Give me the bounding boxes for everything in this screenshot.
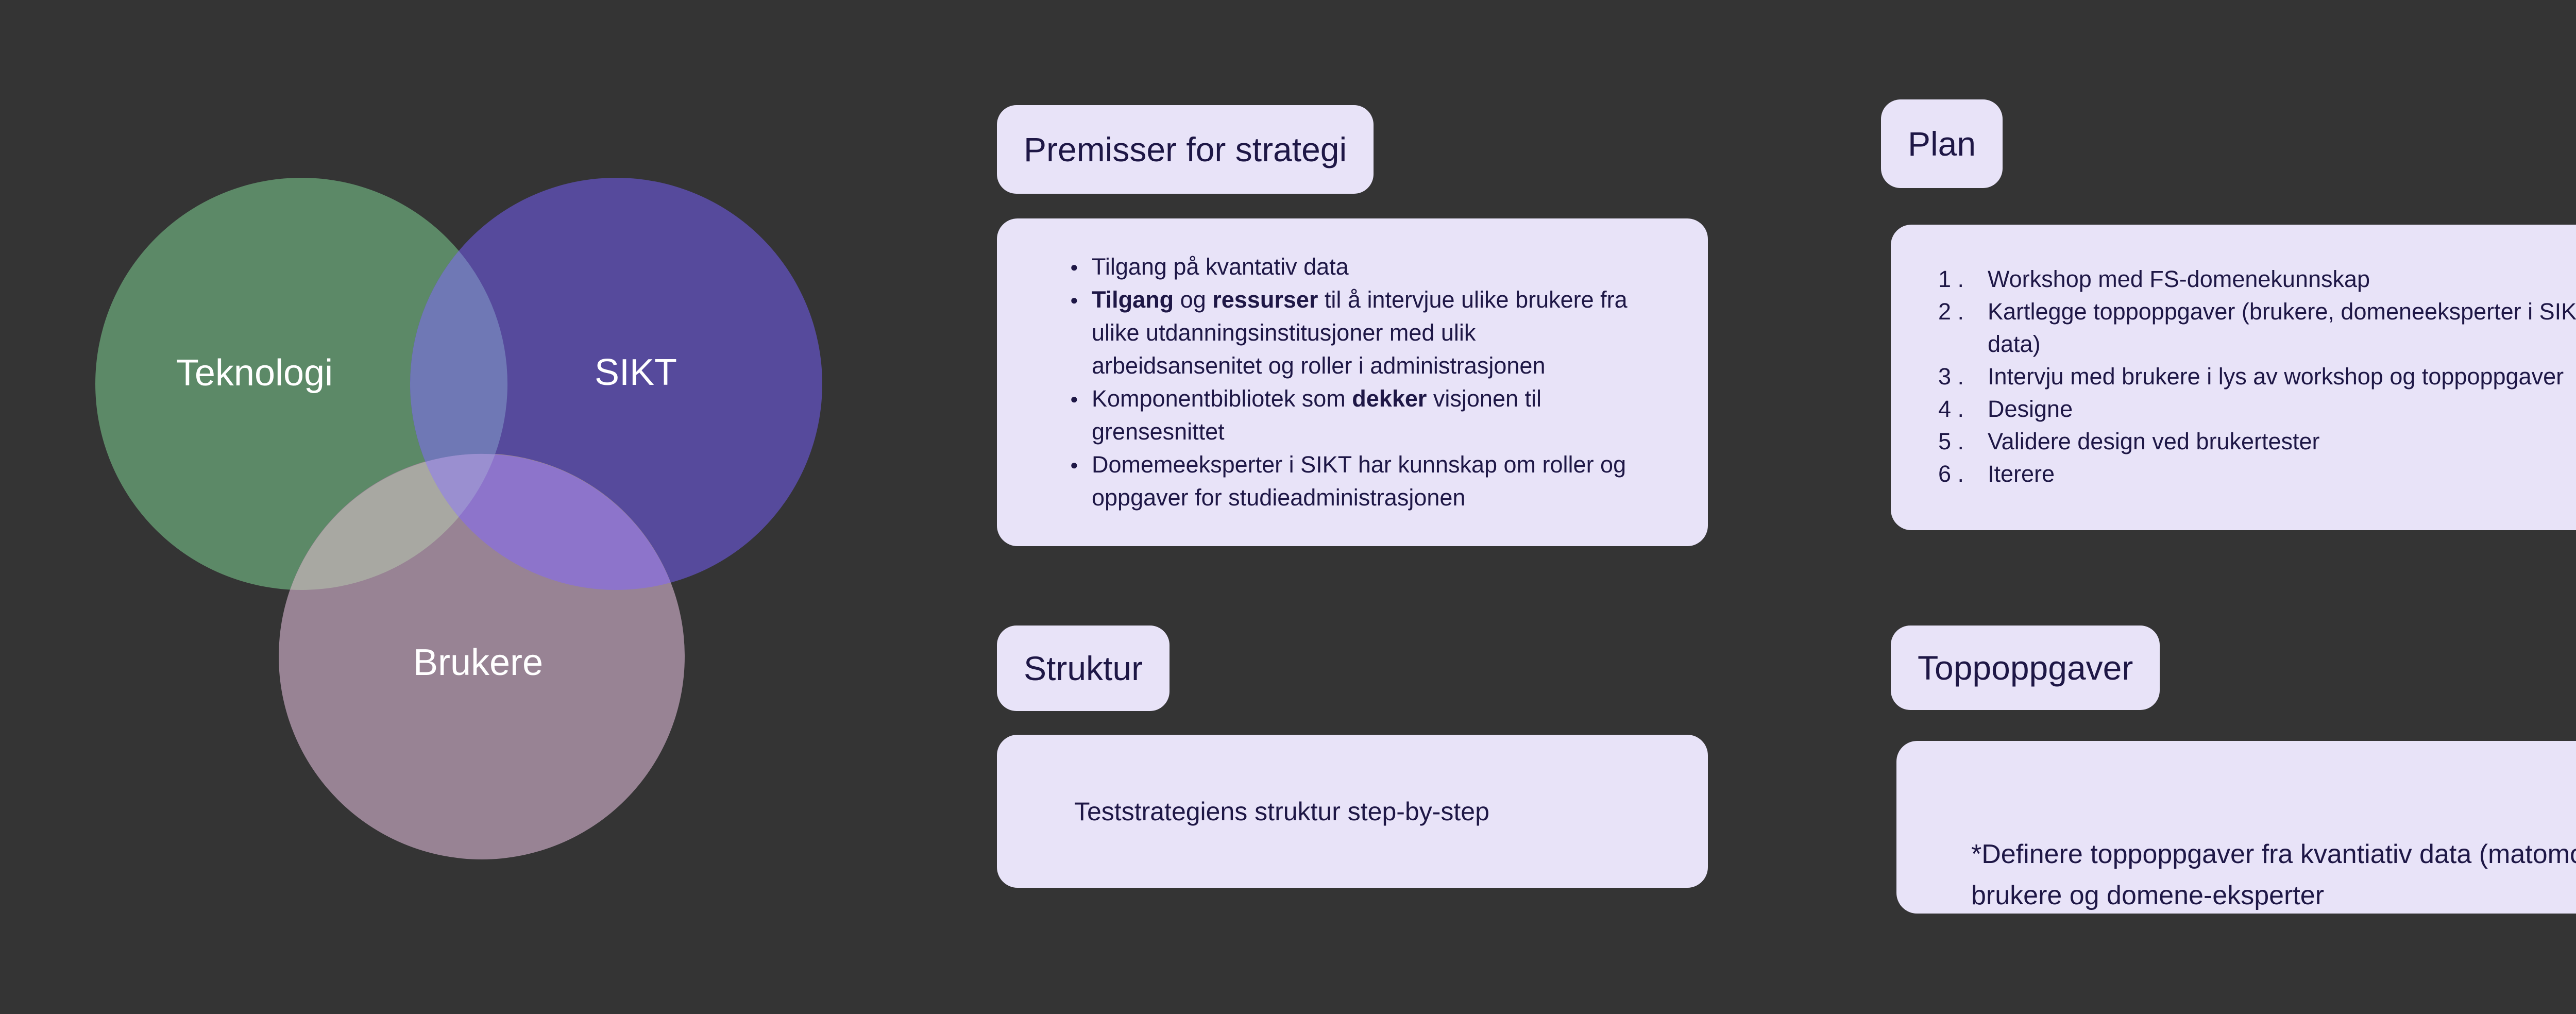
list-item: Designe <box>1938 393 2073 425</box>
premisser-card[interactable]: Tilgang på kvantativ data Tilgang og res… <box>997 218 1708 546</box>
list-item: Workshop med FS-domenekunnskap <box>1938 263 2370 295</box>
venn-overlap-sikt-brukere <box>425 453 671 590</box>
list-item: Tilgang og ressurser til å intervjue uli… <box>1069 283 1667 382</box>
plan-title-label: Plan <box>1908 125 1976 163</box>
premisser-title-label: Premisser for strategi <box>1024 130 1347 168</box>
venn-label-teknologi: Teknologi <box>176 352 333 394</box>
premisser-title-card[interactable]: Premisser for strategi <box>997 105 1374 194</box>
list-item: Intervju med brukere i lys av workshop o… <box>1938 360 2564 393</box>
plan-card[interactable]: Workshop med FS-domenekunnskap Kartlegge… <box>1891 225 2576 530</box>
plan-title-card[interactable]: Plan <box>1881 99 2003 188</box>
list-item: Tilgang på kvantativ data <box>1069 250 1667 283</box>
list-item: Validere design ved brukertester <box>1938 425 2320 458</box>
toppoppgaver-card[interactable]: *Definere toppoppgaver fra kvantiativ da… <box>1896 741 2576 914</box>
plan-list: Workshop med FS-domenekunnskap Kartlegge… <box>1938 263 2576 490</box>
list-item: Iterere <box>1938 458 2055 490</box>
struktur-body-text: Teststrategiens struktur step-by-step <box>1074 797 1489 826</box>
venn-label-sikt: SIKT <box>595 352 677 393</box>
struktur-card[interactable]: Teststrategiens struktur step-by-step <box>997 735 1708 888</box>
struktur-title-label: Struktur <box>1024 649 1143 687</box>
venn-overlap-center <box>425 453 495 517</box>
list-item: Kartlegge toppoppgaver (brukere, domenee… <box>1938 295 2576 357</box>
toppoppgaver-body-text: *Definere toppoppgaver fra kvantiativ da… <box>1971 839 2576 910</box>
list-item: Komponentbibliotek som dekker visjonen t… <box>1069 382 1667 448</box>
venn-overlap-teknologi-sikt <box>410 250 507 517</box>
struktur-title-card[interactable]: Struktur <box>997 626 1170 711</box>
venn-label-brukere: Brukere <box>413 642 543 683</box>
list-item: Domemeeksperter i SIKT har kunnskap om r… <box>1069 448 1667 514</box>
toppoppgaver-title-label: Toppoppgaver <box>1918 649 2133 687</box>
premisser-list: Tilgang på kvantativ data Tilgang og res… <box>1069 250 1667 514</box>
toppoppgaver-title-card[interactable]: Toppoppgaver <box>1891 626 2160 710</box>
